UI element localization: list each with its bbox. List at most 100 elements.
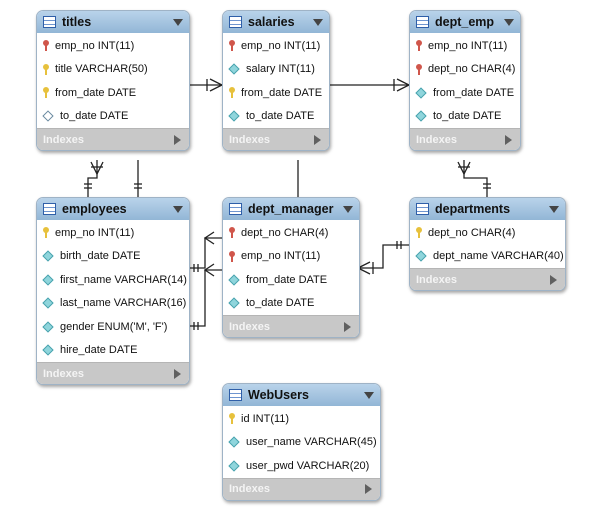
expand-arrow-icon[interactable] [505, 134, 512, 145]
table-salaries[interactable]: salaries emp_no INT(11) salary INT(11) f… [222, 10, 330, 151]
column-label: to_date DATE [60, 110, 129, 123]
table-title: WebUsers [248, 388, 309, 402]
table-dept-emp[interactable]: dept_emp emp_no INT(11) dept_no CHAR(4) … [409, 10, 521, 151]
column-icon [228, 274, 240, 286]
primary-key-icon [229, 413, 235, 425]
column-label: emp_no INT(11) [55, 39, 135, 52]
column-row[interactable]: user_name VARCHAR(45) [223, 431, 380, 455]
expand-arrow-icon[interactable] [314, 134, 321, 145]
indexes-label: Indexes [43, 367, 84, 380]
column-row[interactable]: to_date DATE [223, 105, 329, 129]
column-icon [228, 110, 240, 122]
column-row[interactable]: gender ENUM('M', 'F') [37, 315, 189, 339]
collapse-arrow-icon[interactable] [504, 18, 514, 26]
column-icon [42, 297, 54, 309]
table-webusers[interactable]: WebUsers id INT(11) user_name VARCHAR(45… [222, 383, 381, 501]
column-icon [42, 344, 54, 356]
column-icon [228, 436, 240, 448]
column-row[interactable]: emp_no INT(11) [223, 245, 359, 269]
column-row[interactable]: dept_no CHAR(4) [223, 221, 359, 245]
column-icon [415, 250, 427, 262]
indexes-footer[interactable]: Indexes [223, 128, 329, 150]
expand-arrow-icon[interactable] [550, 274, 557, 285]
indexes-footer[interactable]: Indexes [410, 268, 565, 290]
column-label: emp_no INT(11) [55, 226, 135, 239]
column-row[interactable]: emp_no INT(11) [410, 34, 520, 58]
column-row[interactable]: to_date DATE [37, 105, 189, 129]
table-dept-manager[interactable]: dept_manager dept_no CHAR(4) emp_no INT(… [222, 197, 360, 338]
column-row[interactable]: from_date DATE [410, 81, 520, 105]
column-icon [228, 63, 240, 75]
column-row[interactable]: first_name VARCHAR(14) [37, 268, 189, 292]
expand-arrow-icon[interactable] [174, 134, 181, 145]
table-header[interactable]: titles [37, 11, 189, 33]
table-departments[interactable]: departments dept_no CHAR(4) dept_name VA… [409, 197, 566, 291]
column-row[interactable]: hire_date DATE [37, 339, 189, 363]
column-icon [42, 321, 54, 333]
column-row[interactable]: birth_date DATE [37, 245, 189, 269]
collapse-arrow-icon[interactable] [173, 18, 183, 26]
column-label: emp_no INT(11) [241, 39, 321, 52]
column-row[interactable]: user_pwd VARCHAR(20) [223, 454, 380, 478]
column-icon [415, 110, 427, 122]
column-icon [42, 274, 54, 286]
column-row[interactable]: dept_no CHAR(4) [410, 58, 520, 82]
primary-key-icon [229, 87, 235, 99]
column-label: birth_date DATE [60, 250, 141, 263]
column-row[interactable]: id INT(11) [223, 407, 380, 431]
primary-key-icon [43, 63, 49, 75]
indexes-footer[interactable]: Indexes [37, 128, 189, 150]
table-titles[interactable]: titles emp_no INT(11) title VARCHAR(50) … [36, 10, 190, 151]
collapse-arrow-icon[interactable] [173, 205, 183, 213]
column-label: from_date DATE [246, 273, 328, 286]
table-icon [229, 203, 242, 215]
primary-key-icon [43, 87, 49, 99]
table-employees[interactable]: employees emp_no INT(11) birth_date DATE… [36, 197, 190, 385]
indexes-label: Indexes [229, 320, 270, 333]
column-label: dept_name VARCHAR(40) [433, 250, 564, 263]
column-row[interactable]: title VARCHAR(50) [37, 58, 189, 82]
column-row[interactable]: to_date DATE [223, 292, 359, 316]
table-header[interactable]: employees [37, 198, 189, 220]
table-title: dept_manager [248, 202, 334, 216]
nullable-column-icon [42, 110, 54, 122]
expand-arrow-icon[interactable] [174, 368, 181, 379]
column-row[interactable]: from_date DATE [37, 81, 189, 105]
expand-arrow-icon[interactable] [344, 321, 351, 332]
table-header[interactable]: departments [410, 198, 565, 220]
table-header[interactable]: WebUsers [223, 384, 380, 406]
table-title: dept_emp [435, 15, 495, 29]
primary-key-icon [43, 227, 49, 239]
indexes-footer[interactable]: Indexes [37, 362, 189, 384]
column-icon [228, 297, 240, 309]
indexes-footer[interactable]: Indexes [223, 315, 359, 337]
column-label: emp_no INT(11) [241, 250, 321, 263]
column-row[interactable]: emp_no INT(11) [223, 34, 329, 58]
column-label: last_name VARCHAR(16) [60, 297, 187, 310]
column-row[interactable]: emp_no INT(11) [37, 221, 189, 245]
column-row[interactable]: last_name VARCHAR(16) [37, 292, 189, 316]
table-header[interactable]: dept_manager [223, 198, 359, 220]
collapse-arrow-icon[interactable] [549, 205, 559, 213]
collapse-arrow-icon[interactable] [343, 205, 353, 213]
column-row[interactable]: emp_no INT(11) [37, 34, 189, 58]
column-label: gender ENUM('M', 'F') [60, 320, 168, 333]
collapse-arrow-icon[interactable] [313, 18, 323, 26]
column-row[interactable]: to_date DATE [410, 105, 520, 129]
column-icon [415, 87, 427, 99]
column-row[interactable]: dept_name VARCHAR(40) [410, 245, 565, 269]
table-header[interactable]: salaries [223, 11, 329, 33]
indexes-footer[interactable]: Indexes [410, 128, 520, 150]
expand-arrow-icon[interactable] [365, 484, 372, 494]
column-icon [228, 460, 240, 472]
column-row[interactable]: dept_no CHAR(4) [410, 221, 565, 245]
column-label: user_pwd VARCHAR(20) [246, 459, 370, 472]
indexes-footer[interactable]: Indexes [223, 477, 380, 500]
collapse-arrow-icon[interactable] [364, 391, 374, 399]
column-label: from_date DATE [55, 86, 137, 99]
column-row[interactable]: from_date DATE [223, 81, 329, 105]
table-header[interactable]: dept_emp [410, 11, 520, 33]
column-row[interactable]: salary INT(11) [223, 58, 329, 82]
column-row[interactable]: from_date DATE [223, 268, 359, 292]
